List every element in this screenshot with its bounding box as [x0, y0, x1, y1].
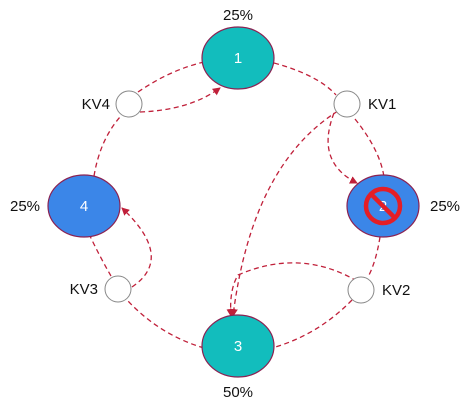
ring — [89, 61, 385, 349]
node-4-label: 4 — [80, 198, 88, 215]
node-2-percent: 25% — [430, 198, 460, 215]
kv-label-kv4: KV4 — [82, 96, 110, 113]
kv-label-kv3: KV3 — [70, 281, 98, 298]
node-4[interactable] — [47, 174, 121, 238]
kv-label-kv2: KV2 — [382, 282, 410, 299]
ring-arc-kv4-1 — [137, 61, 205, 93]
ring-arc-3-kv3 — [127, 300, 205, 349]
node-1-label: 1 — [234, 50, 242, 67]
kv-point-kv3[interactable] — [104, 275, 132, 303]
migration-arrows — [121, 87, 358, 317]
node-1-percent: 25% — [223, 7, 253, 24]
arrow-kv2-to-3 — [226, 262, 358, 317]
nodes — [47, 26, 420, 378]
arrow-kv1-to-3 — [229, 110, 339, 317]
node-4-percent: 25% — [10, 198, 40, 215]
kv-point-kv4[interactable] — [115, 90, 143, 118]
kv-point-kv1[interactable] — [333, 90, 361, 118]
kv-points — [104, 90, 375, 304]
ring-arc-4-kv4 — [93, 116, 121, 177]
node-3-label: 3 — [234, 338, 242, 355]
ring-arc-2-kv2 — [367, 236, 381, 278]
forbidden-icon — [363, 186, 403, 226]
node-3-percent: 50% — [223, 384, 253, 401]
arrow-kv3-to-4 — [121, 207, 152, 288]
ring-arc-kv3-4 — [89, 235, 112, 277]
ring-arc-1-kv1 — [273, 62, 337, 96]
kv-label-kv1: KV1 — [368, 96, 396, 113]
arrow-kv4-to-1 — [139, 87, 221, 113]
kv-point-kv2[interactable] — [347, 276, 375, 304]
node-3[interactable] — [201, 314, 275, 378]
arrow-kv1-to-2 — [327, 112, 358, 184]
ring-arc-kv2-3 — [271, 299, 353, 349]
node-1[interactable] — [201, 26, 275, 90]
ring-arc-kv1-2 — [354, 118, 385, 178]
